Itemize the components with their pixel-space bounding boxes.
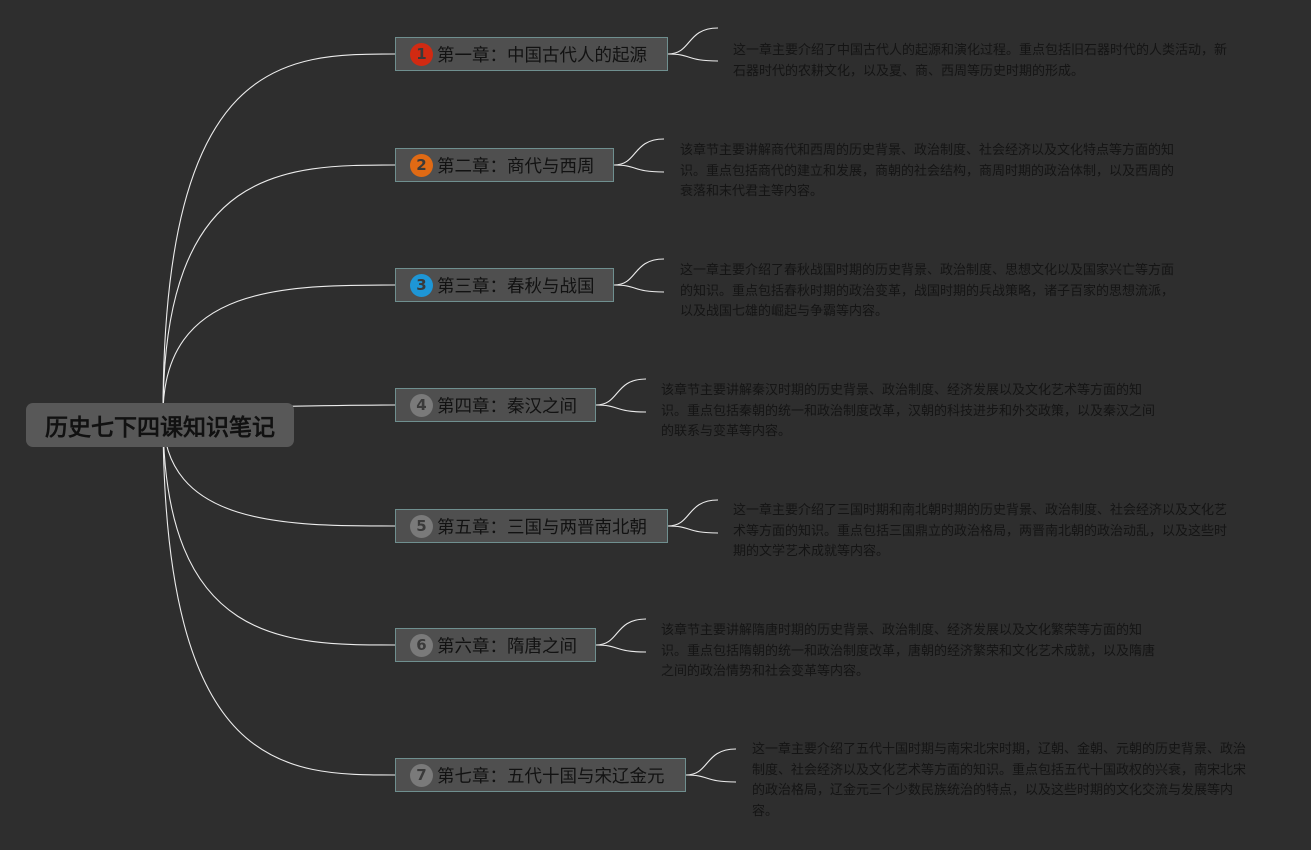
root-title: 历史七下四课知识笔记 bbox=[45, 415, 275, 441]
root-to-chapter-2-connector bbox=[162, 164, 396, 416]
chapter-1-description-connector-a bbox=[667, 27, 719, 55]
root-to-chapter-1-connector bbox=[162, 53, 396, 416]
chapter-6-description-connector-b bbox=[595, 644, 647, 653]
chapter-4-description-connector-b bbox=[595, 404, 647, 413]
chapter-4-description[interactable]: 该章节主要讲解秦汉时期的历史背景、政治制度、经济发展以及文化艺术等方面的知识。重… bbox=[661, 383, 1156, 439]
chapter-2-node[interactable]: 2 第二章：商代与西周 bbox=[395, 148, 614, 182]
root-topic[interactable]: 历史七下四课知识笔记 bbox=[26, 403, 294, 447]
chapter-7-description-connector-b bbox=[685, 774, 737, 783]
chapter-4-description-connector-a bbox=[595, 378, 647, 406]
chapter-1-number-badge: 1 bbox=[410, 42, 433, 66]
chapter-5-description-connector-a bbox=[667, 499, 719, 527]
chapter-6-number-badge: 6 bbox=[410, 633, 433, 657]
chapter-6-description-connector-a bbox=[595, 618, 647, 646]
chapter-2-description[interactable]: 该章节主要讲解商代和西周的历史背景、政治制度、社会经济以及文化特点等方面的知识。… bbox=[680, 143, 1175, 199]
root-to-chapter-5-connector bbox=[162, 414, 396, 527]
chapter-7-description[interactable]: 这一章主要介绍了五代十国时期与南宋北宋时期，辽朝、金朝、元朝的历史背景、政治制度… bbox=[752, 742, 1247, 819]
chapter-3-description-connector-b bbox=[613, 284, 665, 293]
root-to-chapter-3-connector bbox=[162, 284, 396, 416]
chapter-2-number-badge: 2 bbox=[410, 153, 433, 177]
chapter-5-description[interactable]: 这一章主要介绍了三国时期和南北朝时期的历史背景、政治制度、社会经济以及文化艺术等… bbox=[733, 503, 1228, 559]
chapter-6-node[interactable]: 6 第六章：隋唐之间 bbox=[395, 628, 596, 662]
chapter-7-number-badge: 7 bbox=[410, 763, 433, 787]
chapter-3-description[interactable]: 这一章主要介绍了春秋战国时期的历史背景、政治制度、思想文化以及国家兴亡等方面的知… bbox=[680, 263, 1175, 319]
chapter-5-node[interactable]: 5 第五章：三国与两晋南北朝 bbox=[395, 509, 668, 543]
chapter-3-node[interactable]: 3 第三章：春秋与战国 bbox=[395, 268, 614, 302]
chapter-2-description-connector-a bbox=[613, 138, 665, 166]
chapter-4-node[interactable]: 4 第四章：秦汉之间 bbox=[395, 388, 596, 422]
chapter-7-title: 第七章：五代十国与宋辽金元 bbox=[437, 766, 665, 787]
chapter-1-node[interactable]: 1 第一章：中国古代人的起源 bbox=[395, 37, 668, 71]
chapter-1-description[interactable]: 这一章主要介绍了中国古代人的起源和演化过程。重点包括旧石器时代的人类活动，新石器… bbox=[733, 43, 1228, 79]
chapter-3-title: 第三章：春秋与战国 bbox=[437, 276, 595, 297]
chapter-6-title: 第六章：隋唐之间 bbox=[437, 636, 577, 657]
chapter-4-number-badge: 4 bbox=[410, 393, 433, 417]
chapter-1-title: 第一章：中国古代人的起源 bbox=[437, 45, 647, 66]
chapter-5-description-connector-b bbox=[667, 525, 719, 534]
chapter-7-description-connector-a bbox=[685, 748, 737, 776]
chapter-7-node[interactable]: 7 第七章：五代十国与宋辽金元 bbox=[395, 758, 686, 792]
chapter-2-description-connector-b bbox=[613, 164, 665, 173]
chapter-3-description-connector-a bbox=[613, 258, 665, 286]
chapter-2-title: 第二章：商代与西周 bbox=[437, 156, 595, 177]
chapter-3-number-badge: 3 bbox=[410, 273, 433, 297]
chapter-4-title: 第四章：秦汉之间 bbox=[437, 396, 577, 417]
chapter-5-title: 第五章：三国与两晋南北朝 bbox=[437, 517, 647, 538]
chapter-1-description-connector-b bbox=[667, 53, 719, 62]
chapter-5-number-badge: 5 bbox=[410, 514, 433, 538]
chapter-6-description[interactable]: 该章节主要讲解隋唐时期的历史背景、政治制度、经济发展以及文化繁荣等方面的知识。重… bbox=[661, 623, 1156, 679]
root-to-chapter-6-connector bbox=[162, 414, 396, 646]
root-to-chapter-7-connector bbox=[162, 414, 396, 776]
